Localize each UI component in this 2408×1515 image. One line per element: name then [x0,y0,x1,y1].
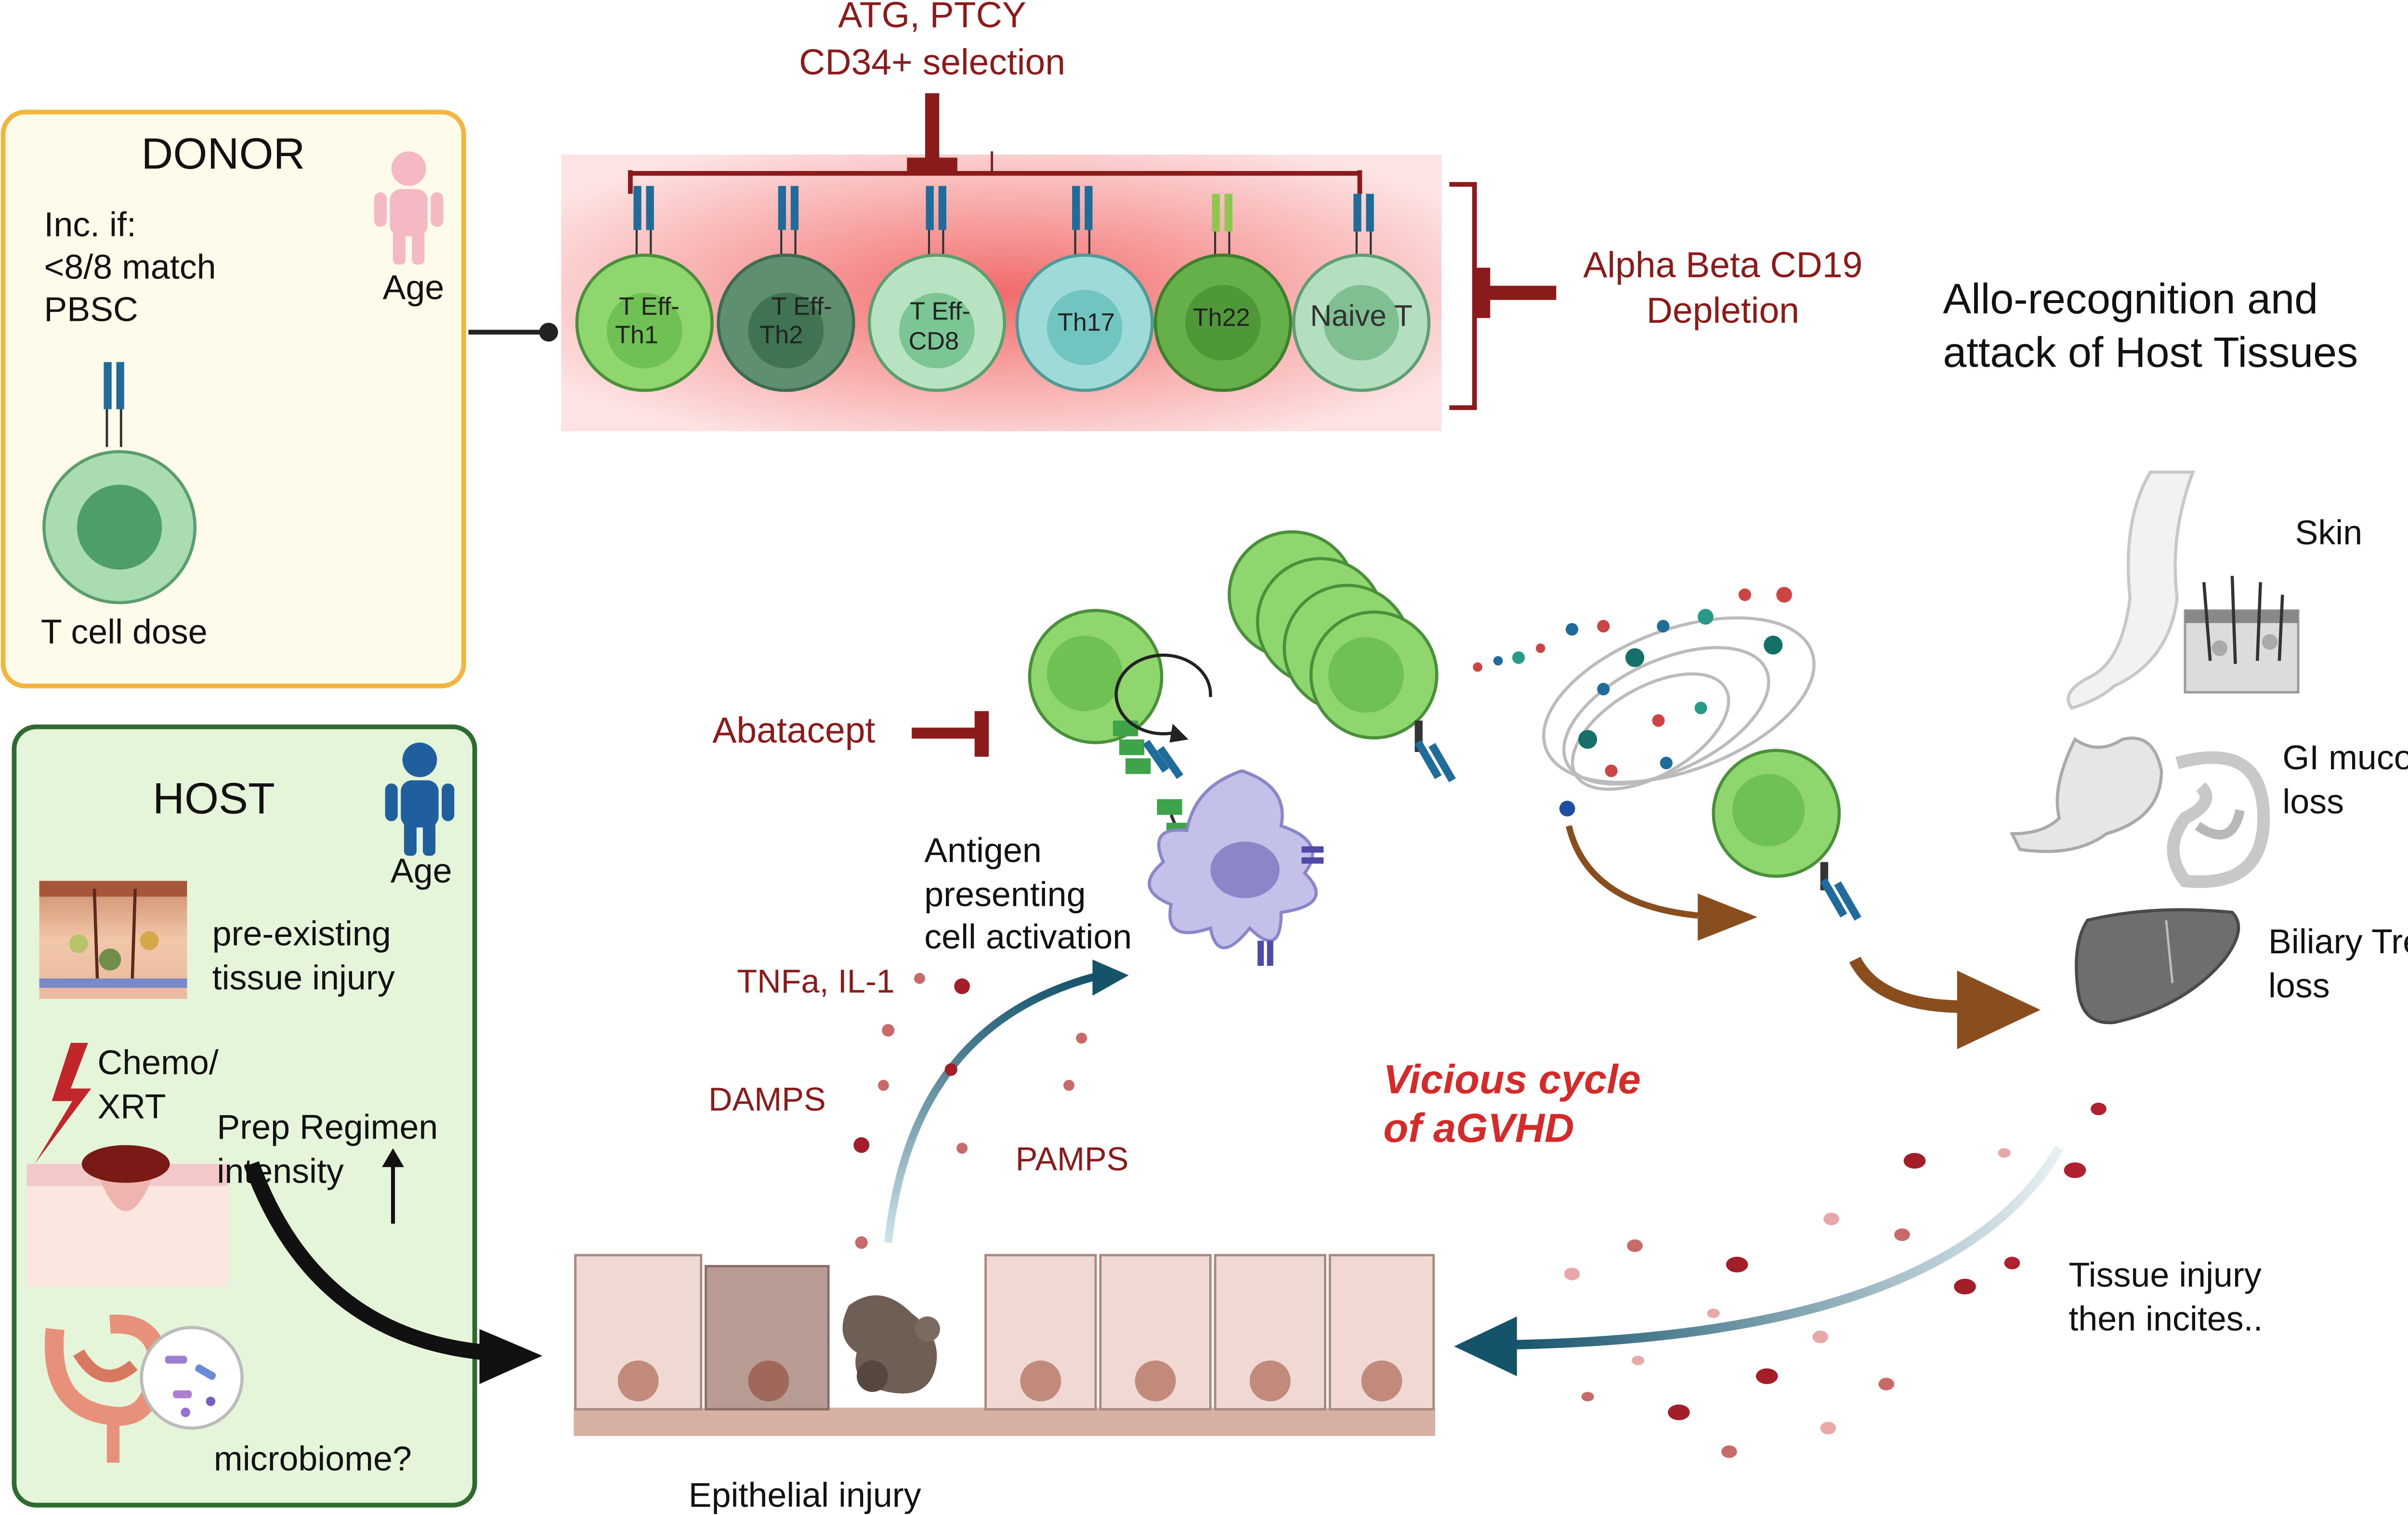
host-injury-line2: tissue injury [212,959,395,997]
wound-tissue-icon [26,1145,228,1287]
person-icon [385,742,455,856]
epithelial-cell [574,1254,703,1410]
donor-inc-line1: Inc. if: [44,205,136,244]
epithelial-cell [984,1254,1097,1410]
arm-icon [2067,470,2196,710]
host-chemo-line2: XRT [97,1088,166,1126]
signal-particles [853,973,1087,1249]
intestine-icon [44,1315,167,1463]
brown-arrow [1849,956,2041,1049]
depletion-top-line2: CD34+ selection [799,41,1065,82]
apc-line1: Antigen [924,831,1042,870]
donor-connector [468,322,558,342]
blood-cells [1564,1102,2107,1458]
host-prep-line2: intensity [217,1152,343,1190]
effector-t-cell [1712,749,1861,921]
damaged-cell [842,1295,940,1394]
organ-skin-label: Skin [2295,514,2362,552]
depletion-right-line1: Alpha Beta CD19 [1583,244,1862,285]
allo-recognition-line1: Allo-recognition and [1943,275,2318,322]
epithelium [574,1254,1436,1436]
clonal-t-cells [1228,530,1456,782]
donor-inc-line2: <8/8 match [44,248,216,287]
tcell-label: Naive T [1310,300,1413,333]
skin-tissue-icon [39,881,187,999]
organ-biliary-line2: loss [2268,966,2330,1005]
cytokine-storm [1473,587,1816,817]
dendritic-cell-icon [1148,769,1324,966]
inhibition-bar-icon [907,93,957,173]
vicious-cycle-line2: of aGVHD [1383,1105,1574,1151]
tcell-cd8: T Eff- CD8 [867,186,1006,392]
organ-gi-line2: loss [2282,782,2344,821]
host-microbiome: microbiome? [214,1440,412,1478]
up-arrow-icon [382,1148,404,1224]
cycle-arrow-icon [1114,653,1212,743]
host-injury-line1: pre-existing [212,915,391,953]
tcell-th17: Th17 [1015,186,1154,392]
organ-gi-line1: GI mucosa [2282,738,2408,777]
person-icon [374,151,444,265]
host-title: HOST [153,774,275,823]
activated-t-cell [1028,609,1192,839]
brown-arrow [1566,825,1758,941]
allo-recognition-line2: attack of Host Tissues [1943,328,2358,376]
epithelial-cell [1214,1254,1327,1410]
tcell-label: T Eff- [772,293,832,321]
donor-inc-line3: PBSC [44,290,138,329]
vicious-cycle-line1: Vicious cycle [1383,1056,1641,1102]
liver-icon [2075,908,2240,1025]
epithelial-injury-label: Epithelial injury [689,1476,921,1515]
epithelial-cell [705,1265,830,1410]
tcell-label: Th22 [1193,304,1250,332]
epithelium-to-apc-arrow [884,959,1129,1243]
tcell-subset-panel [561,151,1477,432]
microbiome-icon [140,1326,244,1430]
abatacept-label: Abatacept [712,710,875,750]
inhibition-bar-icon [1474,267,1557,318]
inhibition-bar-icon [912,711,989,757]
tissue-injury-line2: then incites.. [2068,1300,2263,1338]
tcell-th2: T Eff- Th2 [717,186,855,392]
skin-icon [2184,576,2300,694]
host-panel: HOST Age pre-existing tissue injury Chem… [12,724,477,1508]
donor-title: DONOR [141,129,305,178]
tcell-label: Th1 [615,321,658,349]
tissue-injury-return-arrow [1454,1146,2064,1376]
apc-line3: cell activation [924,918,1132,956]
host-to-epithelium-arrow [244,1161,543,1384]
host-prep-line1: Prep Regimen [217,1108,438,1146]
host-age-label: Age [391,852,452,890]
tcell-label: T Eff- [910,297,970,325]
donor-panel: DONOR Inc. if: <8/8 match PBSC Age T cel… [0,109,466,688]
lightning-icon [34,1042,92,1164]
signal-pamps: PAMPS [1016,1140,1129,1177]
tcell-label: Th17 [1058,308,1115,336]
stomach-intestine-icon [2009,736,2270,888]
tcell-label: CD8 [909,327,959,355]
t-cell-icon [42,362,197,605]
donor-tcell-dose: T cell dose [41,613,208,651]
depletion-right-line2: Depletion [1647,290,1799,330]
apc-line2: presenting [924,875,1086,914]
organ-biliary-line1: Biliary Tree [2268,922,2408,961]
tcell-label: T Eff- [619,293,680,321]
host-chemo-line1: Chemo/ [97,1043,218,1082]
tcell-naive: Naive T [1292,194,1431,392]
tcell-label: Th2 [759,321,803,349]
donor-age-label: Age [383,268,445,307]
signal-tnf: TNFa, IL-1 [737,962,895,1000]
signal-damps: DAMPS [708,1080,826,1118]
epithelial-cell [1328,1254,1435,1410]
tissue-injury-line1: Tissue injury [2068,1256,2261,1294]
depletion-top-line1: ATG, PTCY [838,0,1026,35]
tcell-th22: Th22 [1153,194,1293,392]
tcell-th1: T Eff- Th1 [575,186,714,392]
epithelial-cell [1099,1254,1212,1410]
